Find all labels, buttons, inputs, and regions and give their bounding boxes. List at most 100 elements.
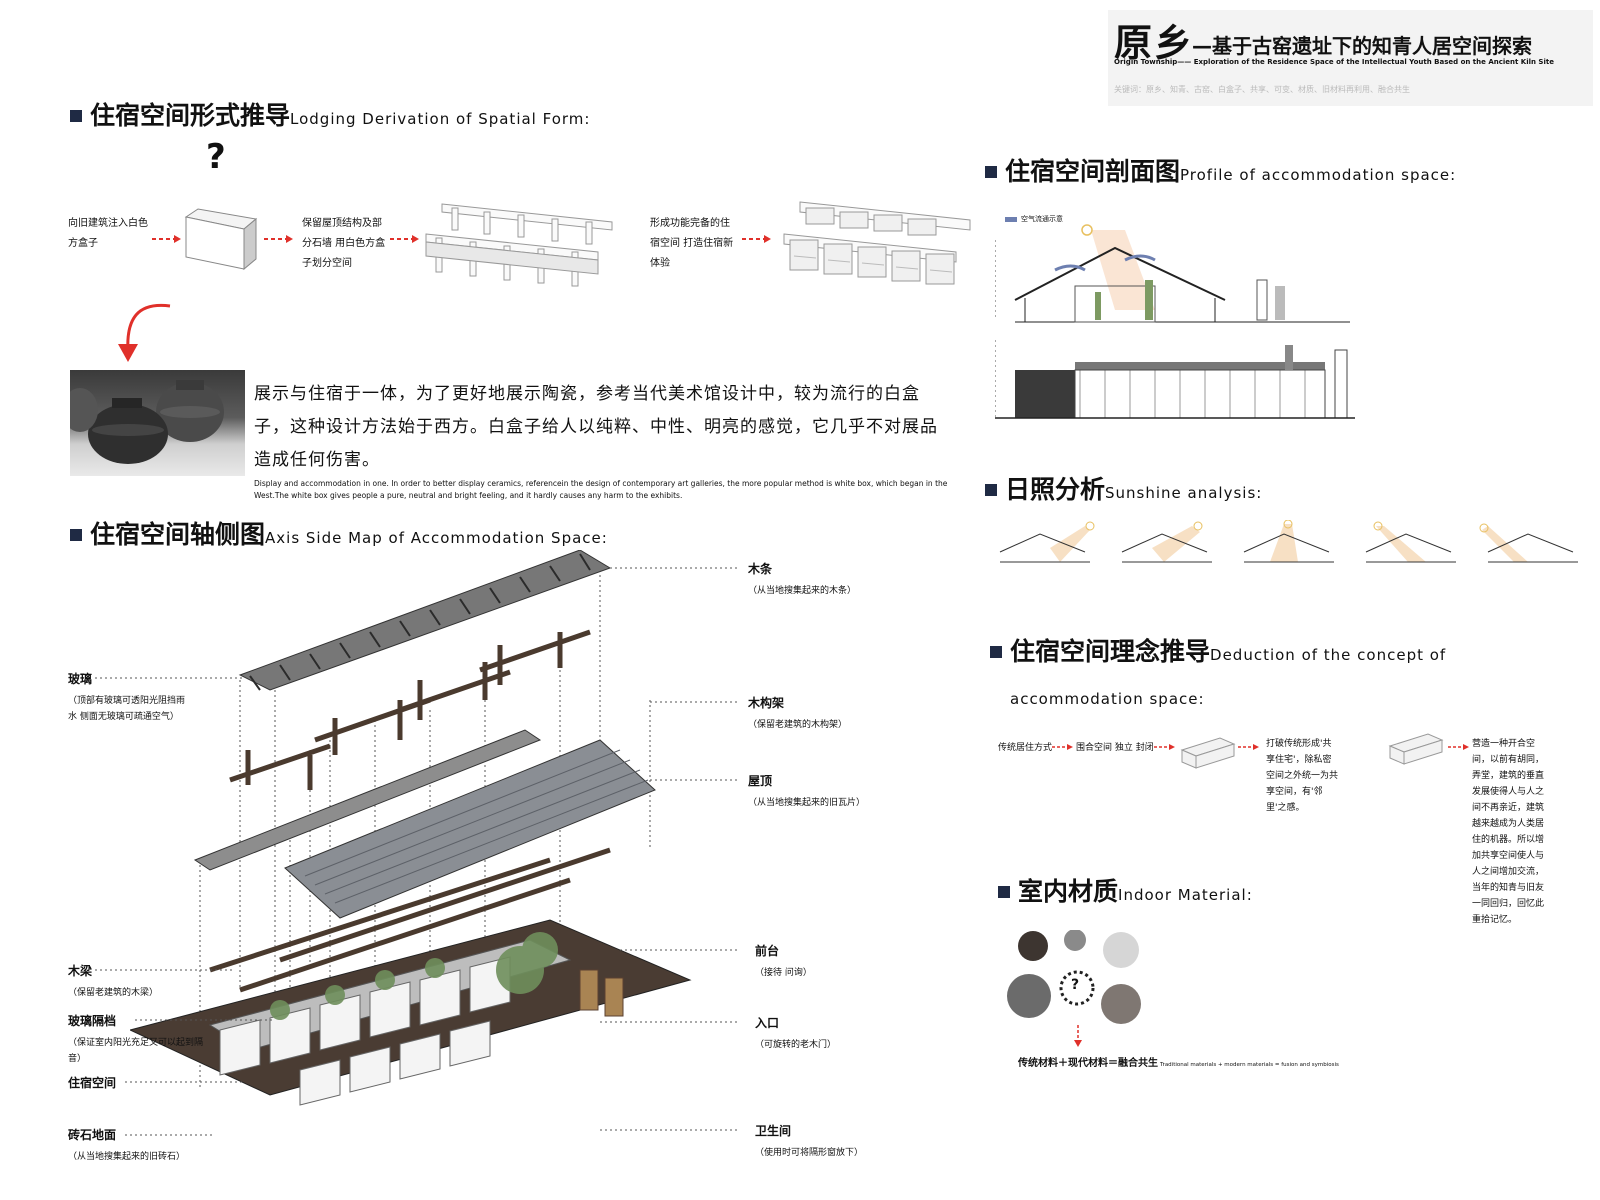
label-roof-sub: （从当地搜集起来的旧瓦片） (748, 798, 866, 808)
title-main: 原乡 (1114, 21, 1195, 65)
sun-diagram-4 (1365, 521, 1456, 563)
label-wooden-beam-name: 木梁 (68, 964, 93, 978)
keywords: 关键词：原乡、知青、古窑、白盒子、共享、可变、材质、旧材料再利用、融合共生 (1114, 85, 1410, 94)
profile-legend: 空气流通示意 (1005, 214, 1063, 224)
profile-title-en: Profile of accommodation space: (1180, 166, 1457, 184)
curved-arrow (118, 303, 171, 362)
concept-text-a: 打破传统形成'共享住宅'，除私密空间之外统一为共享空间，有'邻里'之感。 (1266, 739, 1339, 813)
sunshine-title: 日照分析 Sunshine analysis: (985, 470, 1262, 506)
label-reception-sub: （接待 问询） (755, 968, 812, 978)
label-timber-frame-name: 木构架 (748, 696, 785, 710)
derivation-title: 住宿空间形式推导 Lodging Derivation of Spatial F… (70, 96, 590, 132)
material-title: 室内材质 Indoor Material: (998, 872, 1253, 908)
concept-arrow-3 (1238, 744, 1259, 750)
bullet-square (70, 529, 82, 541)
axis-title-en: Axis Side Map of Accommodation Space: (265, 529, 608, 547)
concept-step-1: 传统居住方式 (998, 743, 1053, 753)
bullet-square (70, 110, 82, 122)
material-title-en: Indoor Material: (1118, 886, 1253, 904)
label-reception: 前台 （接待 问询） (755, 942, 812, 978)
profile-title-cn: 住宿空间剖面图 (1005, 157, 1181, 186)
pottery-vases (70, 380, 224, 464)
label-restroom-name: 卫生间 (755, 1124, 792, 1138)
axis-title-cn: 住宿空间轴侧图 (90, 520, 266, 549)
profile-title: 住宿空间剖面图 Profile of accommodation space: (985, 152, 1456, 188)
sunshine-title-en: Sunshine analysis: (1105, 484, 1263, 502)
label-wood-strip-name: 木条 (748, 562, 773, 576)
legend-swatch (1005, 216, 1017, 222)
material-swatches (1007, 930, 1141, 1024)
derivation-paragraph-en: Display and accommodation in one. In ord… (254, 479, 948, 500)
sun-diagram-3 (1243, 520, 1334, 563)
concept-title-en-2: accommodation space: (1010, 690, 1205, 708)
concept-title-cn: 住宿空间理念推导 (1010, 637, 1211, 666)
label-timber-frame-sub: （保留老建筑的木构架） (748, 720, 848, 730)
sunshine-diagrams (999, 520, 1578, 563)
label-brick-floor: 砖石地面 （从当地搜集起来的旧砖石） (68, 1126, 185, 1162)
label-brick-floor-name: 砖石地面 (68, 1128, 117, 1142)
label-reception-name: 前台 (755, 944, 780, 958)
label-glass-name: 玻璃 (68, 672, 93, 686)
material-question-mark: ? (1071, 977, 1080, 993)
derivation-step-2: 保留屋顶结构及部分石墙 用白色方盒子划分空间 (302, 218, 386, 269)
label-wooden-beam: 木梁 （保留老建筑的木梁） (68, 962, 158, 998)
section-drawing (995, 224, 1350, 323)
derivation-step-3: 形成功能完备的住宿空间 打造住宿新体验 (650, 218, 734, 269)
pottery-photo (70, 370, 245, 476)
label-entrance-sub: （可旋转的老木门） (755, 1040, 837, 1050)
sun-diagram-5 (1479, 523, 1578, 563)
leader-lines-right (600, 567, 740, 1131)
label-restroom-sub: （使用时可将隔形窗放下） (755, 1148, 864, 1158)
derivation-step-1: 向旧建筑注入白色方盒子 (68, 218, 148, 249)
title-en: Origin Township—— Exploration of the Res… (1114, 58, 1554, 66)
concept-text-b: 营造一种开合空间，以前有胡同，弄堂，建筑的垂直发展使得人与人之间不再亲近，建筑越… (1472, 739, 1545, 925)
arrow-3 (390, 235, 419, 243)
axis-title: 住宿空间轴侧图 Axis Side Map of Accommodation S… (70, 515, 608, 551)
axonometric-drawing (130, 550, 692, 1106)
bullet-square (985, 484, 997, 496)
bullet-square (990, 646, 1002, 658)
swatch-granite (1101, 984, 1141, 1024)
concept-arrow-1 (1052, 744, 1073, 750)
concept-title: 住宿空间理念推导 Deduction of the concept of (990, 632, 1446, 668)
swatch-center-ring (1059, 970, 1095, 1006)
sunshine-title-cn: 日照分析 (1005, 475, 1106, 504)
concept-title-en-1: Deduction of the concept of (1210, 646, 1447, 664)
white-box-diagram (184, 208, 258, 271)
leader-lines-left (95, 677, 275, 1136)
derivation-paragraph-cn: 展示与住宿于一体，为了更好地展示陶瓷，参考当代美术馆设计中，较为流行的白盒子，这… (254, 384, 938, 470)
elevation-drawing (995, 340, 1355, 420)
label-glass-partition: 玻璃隔档 （保证室内阳光充足又可以起到隔音） (68, 1012, 208, 1067)
label-lodging-space-name: 住宿空间 (68, 1076, 117, 1090)
bullet-square (985, 166, 997, 178)
label-lodging-space: 住宿空间 (68, 1074, 116, 1091)
derivation-title-en: Lodging Derivation of Spatial Form: (290, 110, 591, 128)
material-title-cn: 室内材质 (1018, 877, 1119, 906)
label-brick-floor-sub: （从当地搜集起来的旧砖石） (68, 1152, 186, 1162)
sun-diagram-1 (999, 521, 1095, 563)
material-formula-en: Traditional materials + modern materials… (1160, 1062, 1339, 1068)
question-mark: ? (206, 137, 226, 177)
material-arrow (1074, 1025, 1082, 1047)
label-glass-partition-name: 玻璃隔档 (68, 1014, 117, 1028)
concept-box-diagram-1 (1180, 737, 1236, 769)
arrow-1 (152, 235, 181, 243)
material-formula-cn: 传统材料＋现代材料＝融合共生 (1018, 1058, 1158, 1069)
bullet-square (998, 886, 1010, 898)
material-formula: 传统材料＋现代材料＝融合共生 Traditional materials + m… (1018, 1054, 1339, 1069)
legend-label: 空气流通示意 (1021, 215, 1063, 223)
label-roof-name: 屋顶 (748, 774, 773, 788)
label-restroom: 卫生间 （使用时可将隔形窗放下） (755, 1122, 863, 1158)
arrow-2 (264, 235, 293, 243)
swatch-dark-wood (1018, 931, 1048, 961)
partition-diagram-2 (783, 201, 971, 285)
label-glass-partition-sub: （保证室内阳光充足又可以起到隔音） (68, 1038, 204, 1064)
partition-diagram-1 (425, 203, 613, 287)
label-glass: 玻璃 （顶部有玻璃可透阳光阻挡雨水 侧面无玻璃可疏通空气） (68, 670, 188, 725)
label-entrance: 入口 （可旋转的老木门） (755, 1014, 836, 1050)
label-timber-frame: 木构架 （保留老建筑的木构架） (748, 694, 847, 730)
label-wood-strip-sub: （从当地搜集起来的木条） (748, 586, 857, 596)
title-block: 原乡 —基于古窑遗址下的知青人居空间探索 Origin Township—— E… (1108, 10, 1593, 106)
label-roof: 屋顶 （从当地搜集起来的旧瓦片） (748, 772, 865, 808)
label-glass-sub: （顶部有玻璃可透阳光阻挡雨水 侧面无玻璃可疏通空气） (68, 696, 186, 722)
